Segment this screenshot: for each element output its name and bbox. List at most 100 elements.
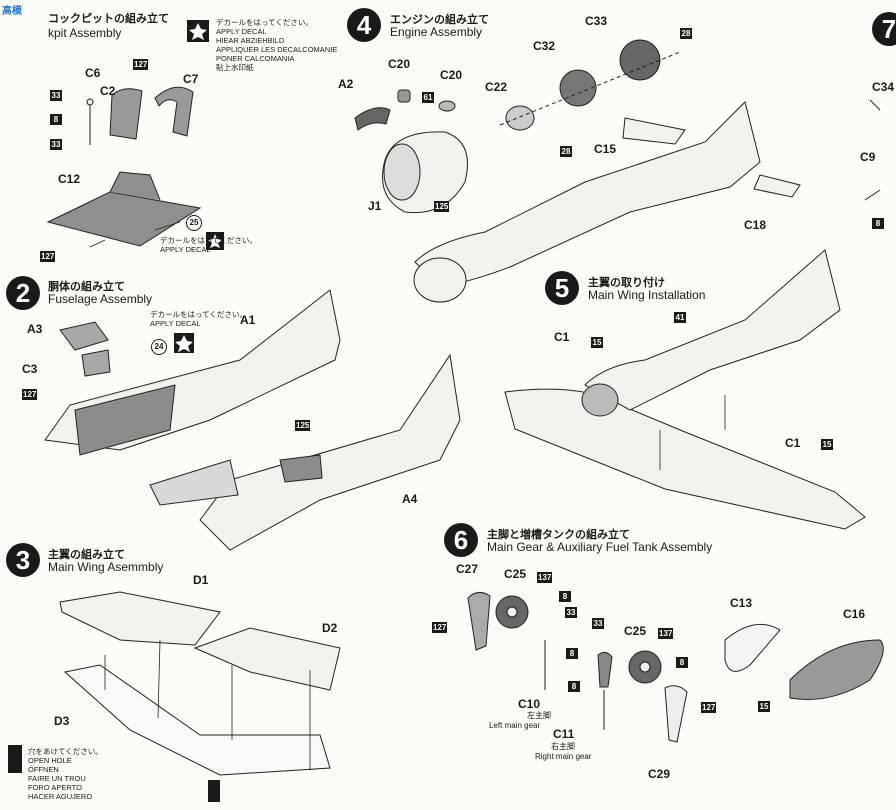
gear-door-C29 [664,685,688,743]
wing-D1 [59,591,221,646]
paint-code: 8 [568,681,580,692]
paint-code: 61 [422,92,434,103]
label-C16: C16 [843,607,866,621]
label-C27: C27 [456,562,479,576]
aircraft-wing-install [504,388,866,530]
label-A4: A4 [402,492,418,506]
gear-door-C27 [467,592,491,651]
paint-code: 33 [565,607,577,618]
step3-title-en: Main Wing Asemmbly [48,560,164,574]
label-C34: C34 [872,80,895,94]
paint-code: 15 [758,701,770,712]
fuselage-assembled [414,101,761,288]
step6-title-en: Main Gear & Auxiliary Fuel Tank Assembly [487,540,713,554]
step2-title-jp: 胴体の組み立て [48,281,125,293]
paint-code: 125 [295,420,311,431]
paint-code: 8 [50,114,62,125]
step2-number: 2 [6,276,40,310]
label-C13: C13 [730,596,753,610]
step2-title-en: Fuselage Assembly [48,292,153,306]
label-A3: A3 [27,322,43,336]
paint-code: 8 [559,591,571,602]
paint-code: 137 [537,572,553,583]
label-C6: C6 [85,66,101,80]
decal-note-step2: デカールをはってください。 APPLY DECAL [150,310,247,328]
label-D3: D3 [54,714,70,728]
label-C1b: C1 [785,436,801,450]
drop-tank-C16 [789,639,884,701]
step4-title-en: Engine Assembly [390,25,483,39]
paint-code: 33 [592,618,604,629]
paint-code: 41 [674,312,686,323]
left-gear-jp: 左主脚 [527,711,551,720]
step6-title-jp: 主脚と増槽タンクの組み立て [487,529,630,541]
label-C33: C33 [585,14,608,28]
step4-number: 4 [347,8,381,42]
decal-number: 25 [186,215,202,231]
paint-code: 33 [50,90,62,101]
decal-note-step1: デカールをはってください。 APPLY DECAL [160,236,257,254]
step5-title-en: Main Wing Installation [588,288,706,302]
step1-title-en: kpit Assembly [48,26,122,40]
label-C20b: C20 [440,68,463,82]
label-C32: C32 [533,39,556,53]
decal-number: 24 [151,339,167,355]
right-gear-jp: 右主脚 [551,742,575,751]
label-A1: A1 [240,313,256,327]
step4-title-jp: エンジンの組み立て [390,14,489,26]
paint-code: 28 [680,28,692,39]
label-C25a: C25 [504,567,527,581]
paint-code: 127 [701,702,717,713]
paint-code: 28 [560,146,572,157]
label-C7: C7 [183,72,199,86]
hole-legend: 穴をあけてください。 OPEN HOLE ÖFFNEN FAIRE UN TRO… [28,747,103,801]
label-C9: C9 [860,150,876,164]
label-C20a: C20 [388,57,411,71]
step5-title-jp: 主翼の取り付け [588,277,665,289]
wing-D3 [63,664,331,776]
step3-number: 3 [6,543,40,577]
paint-code: 8 [566,648,578,659]
label-C3: C3 [22,362,38,376]
seat-back-C7 [154,86,194,137]
label-C1a: C1 [554,330,570,344]
paint-code: 127 [22,389,38,400]
label-C2: C2 [100,84,116,98]
paint-code: 127 [133,59,149,70]
step5-number: 5 [545,271,579,305]
paint-code: 8 [872,218,884,229]
label-C15: C15 [594,142,617,156]
seat-C2 [109,88,143,140]
label-C12: C12 [58,172,81,186]
paint-code: 127 [432,622,448,633]
step1-title-jp: コックピットの組み立て [48,13,169,25]
label-A2: A2 [338,77,354,91]
label-C25b: C25 [624,624,647,638]
label-J1: J1 [368,199,382,213]
label-D1: D1 [193,573,209,587]
paint-code: 33 [50,139,62,150]
label-C22: C22 [485,80,508,94]
label-C29: C29 [648,767,671,781]
label-C18: C18 [744,218,767,232]
left-gear-en: Left main gear [489,721,541,730]
paint-code: 137 [658,628,674,639]
label-D2: D2 [322,621,338,635]
cockpit-floor-C12 [46,191,202,247]
step6-number: 6 [444,523,478,557]
paint-code: 127 [40,251,56,262]
watermark: 高模 [2,6,22,17]
step3-title-jp: 主翼の組み立て [48,549,125,561]
label-C10: C10 [518,697,541,711]
label-C11: C11 [553,727,575,741]
right-gear-en: Right main gear [535,752,592,761]
paint-code: 15 [821,439,833,450]
paint-code: 8 [676,657,688,668]
paint-code: 125 [434,201,450,212]
wing-D2 [193,627,341,691]
decal-legend: デカールをはってください。 APPLY DECAL HIEAR ABZIEHBI… [216,18,338,72]
step7-number: 7 [872,12,896,46]
tank-rack-C13 [724,623,781,672]
paint-code: 15 [591,337,603,348]
